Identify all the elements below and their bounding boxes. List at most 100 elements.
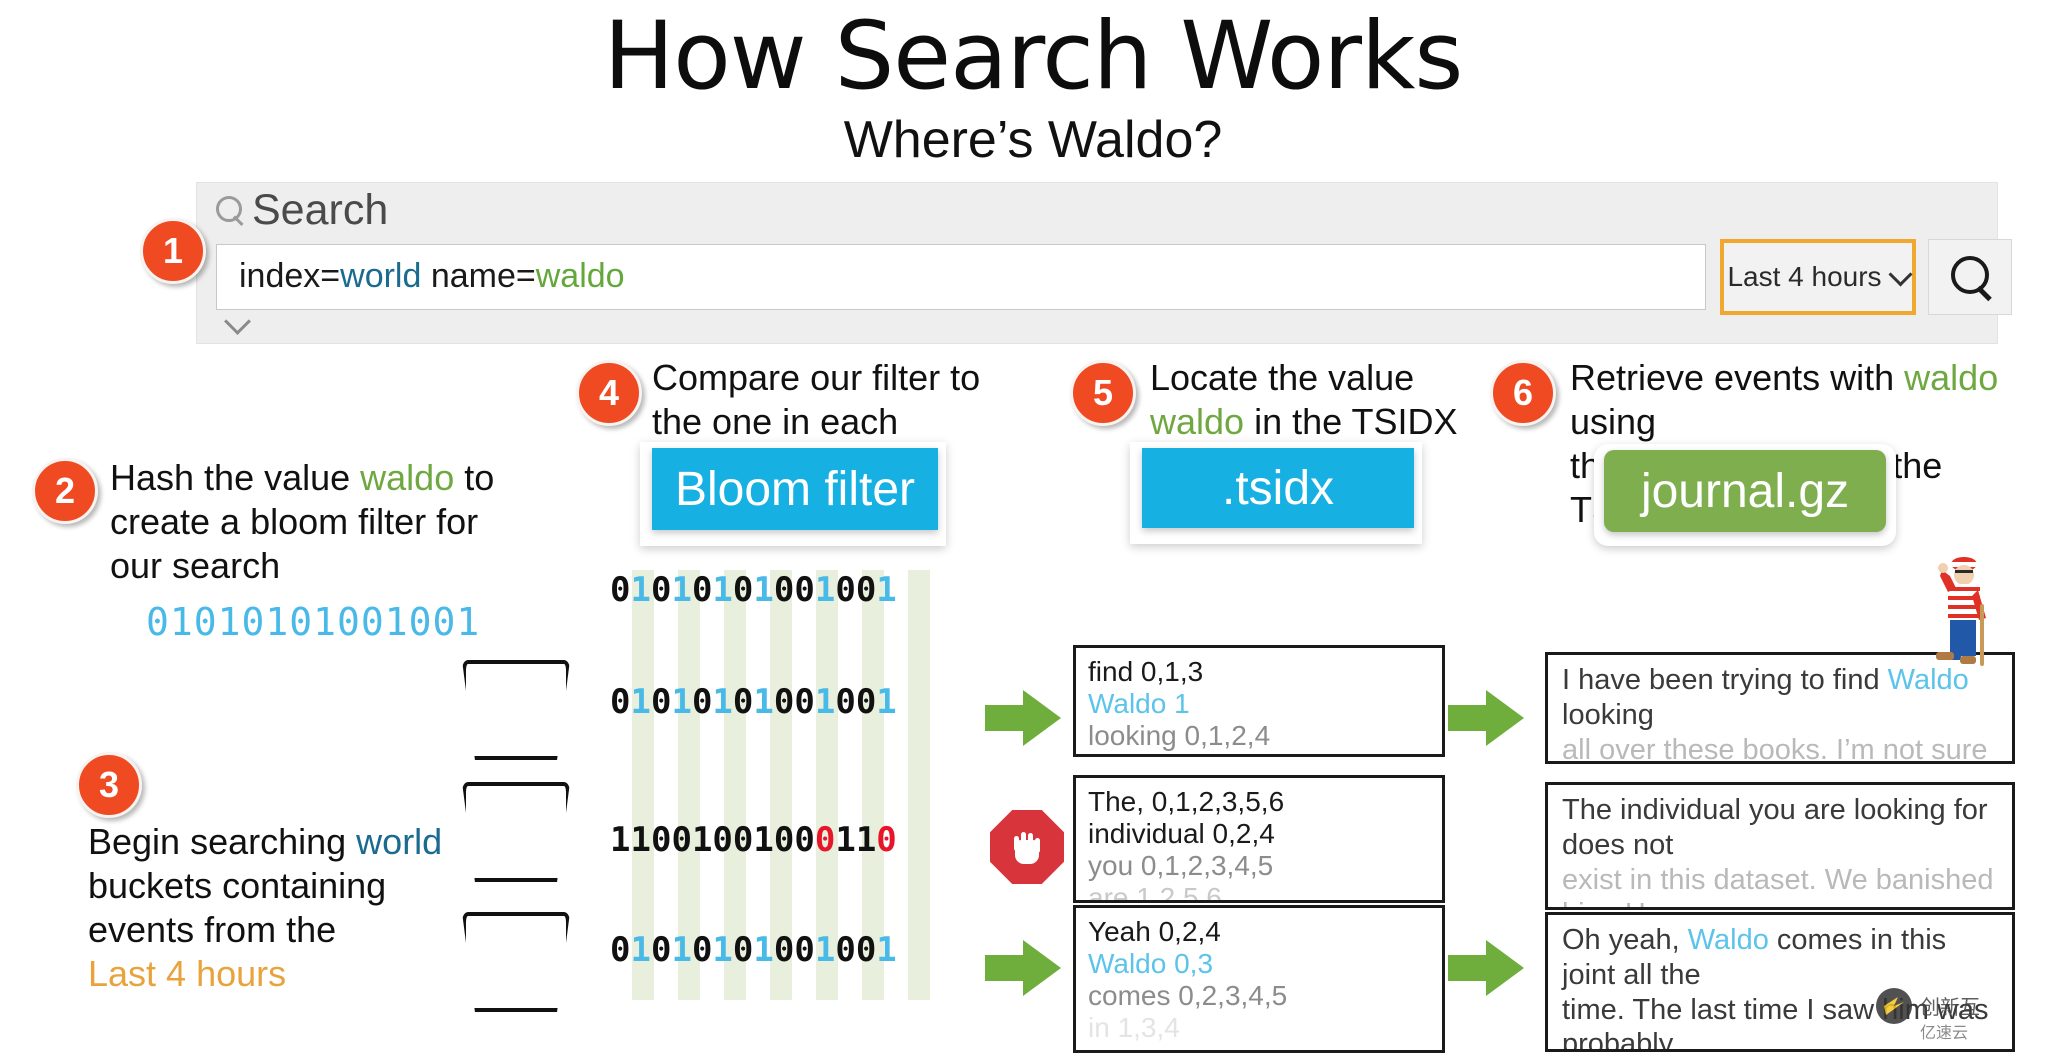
bloom-bit: 0 xyxy=(814,820,836,860)
bloom-row: 01010101001001 xyxy=(610,930,897,970)
bloom-bit: 0 xyxy=(650,570,672,610)
bloom-bit: 1 xyxy=(610,820,631,860)
search-submit-button[interactable] xyxy=(1928,239,2012,315)
bloom-bit: 0 xyxy=(794,820,815,860)
bloom-row: 01010101001001 xyxy=(610,682,897,722)
tsidx-term-line: are 1,2,5,6 xyxy=(1088,881,1222,903)
bloom-bit: 1 xyxy=(630,820,651,860)
watermark: 创新互 亿速云 xyxy=(1876,988,1980,1042)
bloom-bit: 0 xyxy=(650,820,672,860)
tsidx-term-line: Waldo 0,3 xyxy=(1088,947,1214,979)
bloom-bit: 1 xyxy=(814,930,836,970)
time-range-label: Last 4 hours xyxy=(1727,261,1882,292)
journal-event-line: I have been trying to find Waldo looking xyxy=(1562,664,1969,731)
tsidx-term-line: you 0,1,2,3,4,5 xyxy=(1088,849,1274,881)
waldo-character-illustration xyxy=(1936,557,1986,666)
step-2-text: Hash the value waldo to create a bloom f… xyxy=(110,457,495,586)
bloom-bit: 0 xyxy=(610,682,631,722)
journal-gz-chip: journal.gz xyxy=(1604,450,1886,532)
bloom-bit: 0 xyxy=(671,820,692,860)
bloom-bit: 0 xyxy=(712,820,733,860)
bloom-bit: 0 xyxy=(732,570,754,610)
tsidx-chip: .tsidx xyxy=(1142,448,1414,528)
search-placeholder-label: Search xyxy=(252,186,389,234)
bloom-bit: 1 xyxy=(630,570,651,610)
journal-event-line: Oh yeah, Waldo comes in this joint all t… xyxy=(1562,924,1947,991)
tsidx-term-line: individual 0,2,4 xyxy=(1088,817,1275,849)
bloom-bit: 0 xyxy=(610,930,631,970)
bucket-2 xyxy=(462,782,570,882)
bloom-bit: 1 xyxy=(753,820,774,860)
bloom-bit: 1 xyxy=(876,682,897,722)
bloom-bit: 0 xyxy=(855,570,877,610)
tsidx-term-line: in 1,3,4 xyxy=(1088,1011,1180,1043)
journal-event-line: time. The last time I saw him was probab… xyxy=(1562,993,1989,1052)
svg-text:亿速云: 亿速云 xyxy=(1920,1023,1968,1042)
bucket-3 xyxy=(462,912,570,1012)
bloom-bit: 1 xyxy=(814,682,836,722)
tsidx-term-line: Waldo 1 xyxy=(1088,687,1190,719)
bloom-filter-bits: 01010101001001 xyxy=(146,600,481,644)
bloom-bit: 0 xyxy=(610,570,631,610)
green-arrow-icon xyxy=(985,690,1061,746)
bloom-bit: 1 xyxy=(835,820,856,860)
step-badge-1: 1 xyxy=(140,218,206,284)
bloom-filter-chip: Bloom filter xyxy=(652,448,938,530)
query-row: index=world name=waldo Last 4 hours xyxy=(216,239,2012,315)
bloom-bit: 1 xyxy=(671,682,692,722)
bloom-bit: 0 xyxy=(732,930,754,970)
page-subtitle: Where’s Waldo? xyxy=(843,111,1223,169)
journal-event-line: The individual you are looking for does … xyxy=(1562,794,1988,861)
step-badge-3: 3 xyxy=(76,752,142,818)
svg-text:创新互: 创新互 xyxy=(1920,995,1980,1019)
bloom-bit: 0 xyxy=(794,682,815,722)
green-arrow-icon xyxy=(1448,940,1524,996)
bloom-bit: 0 xyxy=(835,682,856,722)
bloom-bit: 0 xyxy=(732,820,754,860)
search-query-input[interactable]: index=world name=waldo xyxy=(216,244,1706,310)
bloom-bit: 0 xyxy=(835,930,856,970)
chevron-down-icon xyxy=(1888,261,1913,287)
stop-sign-icon xyxy=(990,810,1064,884)
green-arrow-icon xyxy=(1448,690,1524,746)
bloom-bit: 0 xyxy=(794,570,815,610)
tsidx-term-line: comes 0,2,3,4,5 xyxy=(1088,979,1288,1011)
bloom-bit: 0 xyxy=(691,570,713,610)
bloom-bit: 1 xyxy=(753,930,774,970)
tsidx-term-line: find 0,1,3 xyxy=(1088,656,1204,687)
bloom-bit: 1 xyxy=(712,570,733,610)
bloom-bit: 1 xyxy=(712,930,733,970)
bloom-bit: 0 xyxy=(855,930,877,970)
journal-event-line: exist in this dataset. We banished him. … xyxy=(1562,863,1994,907)
bloom-bit: 0 xyxy=(650,930,672,970)
bloom-bit: 0 xyxy=(650,682,672,722)
bloom-bit: 0 xyxy=(835,570,856,610)
highlighted-term: Waldo xyxy=(1687,924,1769,956)
bloom-bit: 0 xyxy=(691,930,713,970)
bloom-bit: 1 xyxy=(630,930,651,970)
bloom-row: 01010101001001 xyxy=(610,570,897,610)
bloom-bit: 1 xyxy=(753,682,774,722)
bloom-bit: 1 xyxy=(712,682,733,722)
bloom-bit: 0 xyxy=(855,682,877,722)
step-badge-5: 5 xyxy=(1070,360,1136,426)
bloom-bit: 1 xyxy=(753,570,774,610)
bloom-bit: 0 xyxy=(876,820,897,860)
bloom-bit: 1 xyxy=(814,570,836,610)
time-range-picker[interactable]: Last 4 hours xyxy=(1720,239,1916,315)
bloom-bit: 0 xyxy=(773,570,795,610)
journal-event-box: I have been trying to find Waldo looking… xyxy=(1545,652,2015,764)
journal-event-box: Oh yeah, Waldo comes in this joint all t… xyxy=(1545,912,2015,1052)
magnifier-icon xyxy=(1951,256,1995,302)
step-badge-4: 4 xyxy=(576,360,642,426)
bloom-bit: 1 xyxy=(876,930,897,970)
tsidx-term-line: looking 0,1,2,4 xyxy=(1088,719,1271,751)
search-query-text: index=world name=waldo xyxy=(239,257,625,295)
bloom-bit: 0 xyxy=(794,930,815,970)
step-badge-6: 6 xyxy=(1490,360,1556,426)
bloom-bit: 0 xyxy=(732,682,754,722)
